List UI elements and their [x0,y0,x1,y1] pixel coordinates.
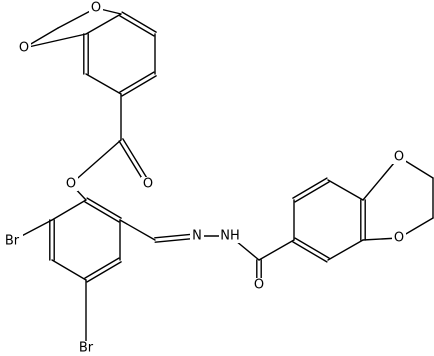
svg-text:O: O [19,41,29,56]
bond-a3-a4-b [121,75,157,97]
bond-d5-d6-a [292,177,328,199]
bond-b3-b4-a [84,257,120,279]
bond-c1-O4 [70,139,122,185]
atom-O4: O [64,177,78,192]
bond-b1-b2-a [84,201,120,223]
atom-label-layer: O O O O O O O Br Br N NH [1,1,406,356]
bond-b4-b5 [51,259,87,281]
bond-a3-a4-a [119,71,155,93]
atom-O3: O [141,177,155,192]
svg-text:N: N [192,229,202,244]
atom-O2: O [17,41,31,56]
bond-a1-a2-a [119,15,155,37]
bond-d5-d6-b [294,181,330,203]
bond-CHN-N1-b [154,233,198,239]
svg-text:O: O [91,1,101,16]
bond-b1-b2-b [86,197,122,219]
bond-a4-a5 [85,73,122,95]
atom-O6: O [392,150,406,165]
svg-text:O: O [394,150,404,165]
bond-d1-d2-b [294,237,330,259]
bond-c1-O3-b [122,138,151,184]
atom-O7: O [392,231,406,246]
bond-d1-d2-a [292,241,328,263]
svg-text:Br: Br [5,234,20,249]
svg-text:O: O [394,231,404,246]
atom-Br2: Br [75,341,97,356]
svg-text:O: O [143,177,153,192]
bond-d4-d5 [327,179,364,201]
svg-text:Br: Br [79,341,94,356]
svg-text:O: O [254,278,264,293]
atom-NH: NH [219,229,241,244]
bond-a1-a2-b [121,11,157,33]
bond-b6-b1 [51,199,87,221]
atom-N1: N [190,229,204,244]
bond-b3-b4-b [86,261,122,283]
bond-O2-a6 [23,33,87,49]
svg-text:O: O [66,177,76,192]
bond-d2-d3 [327,239,364,261]
bond-layer [11,7,434,349]
atom-O5: O [252,278,266,293]
svg-text:NH: NH [220,229,240,244]
bond-d4-O6 [362,156,400,201]
bond-C2-d1 [258,239,295,261]
atom-Br1: Br [1,234,23,249]
bond-b2-CHN [119,219,156,241]
atom-O1: O [89,1,103,16]
bond-a6-a1 [85,13,122,35]
